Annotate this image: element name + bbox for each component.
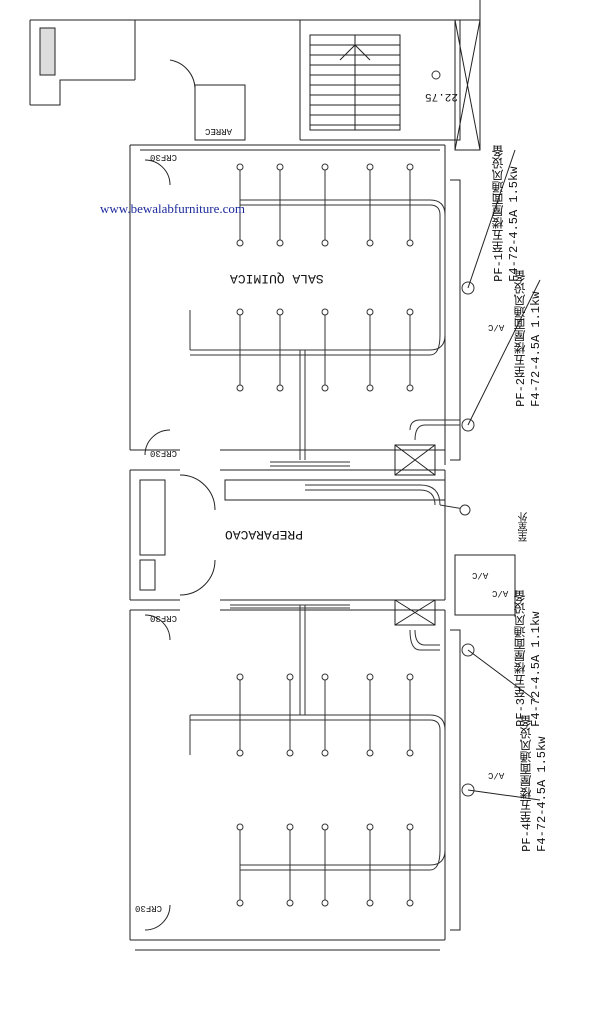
stair-treads [310,35,400,130]
leader-lines [467,149,541,801]
fan-pf2-line2: F4-72-4.5A 1.1kw [529,291,543,407]
fan-pf2-label: PF-2至五楼屋面通风设备 F4-72-4.5A 1.1kw [512,270,543,407]
door-label-crf30: CRF30 [150,448,178,458]
fan-pf1-label: PF-1至五楼屋面通风设备 F4-72-4.5A 1.5kw [490,145,521,282]
fan-pf3-label: PF-3至五楼屋面通风设备 F4-72-4.5A 1.1kw [512,590,543,727]
walls [29,0,516,951]
door-swing [144,904,171,931]
room-label-sala-quimica: SALA QUIMICA [230,271,324,286]
door-swing [179,559,216,596]
arrec-label: ARREC [205,126,233,136]
room-label-preparacao: PREPARACAO [225,527,304,542]
fan-pf4-label: PF-4至五楼屋面通风设备 F4-72-4.5A 1.5kw [518,715,549,852]
ac-label: A/C [488,770,505,780]
door-label-crf30: CRF30 [150,613,178,623]
ac-label: A/C [488,322,505,332]
elevation-label: 22.75 [425,90,459,102]
fan-pf4-line1: PF-4至五楼屋面通风设备 [520,715,534,852]
door-swing [179,474,216,511]
outdoor-label: 至室外 [520,512,531,542]
ac-label: A/C [492,588,509,598]
door-swing [144,429,171,456]
fan-pf1-line1: PF-1至五楼屋面通风设备 [492,145,506,282]
fan-pf1-line2: F4-72-4.5A 1.5kw [507,166,521,282]
door-swing [144,614,171,641]
fan-pf2-line1: PF-2至五楼屋面通风设备 [514,270,528,407]
door-label-crf30: CRF30 [150,152,178,162]
duct-fittings [236,70,475,907]
door-label-crf30: CRF30 [135,903,163,913]
ductwork [189,165,471,905]
door-swing [144,159,171,186]
fan-pf3-line2: F4-72-4.5A 1.1kw [529,611,543,727]
fan-pf3-line1: PF-3至五楼屋面通风设备 [514,590,528,727]
ac-label: A/C [472,570,489,580]
fan-pf4-line2: F4-72-4.5A 1.5kw [535,736,549,852]
watermark: www.bewalabfurniture.com [100,201,245,216]
